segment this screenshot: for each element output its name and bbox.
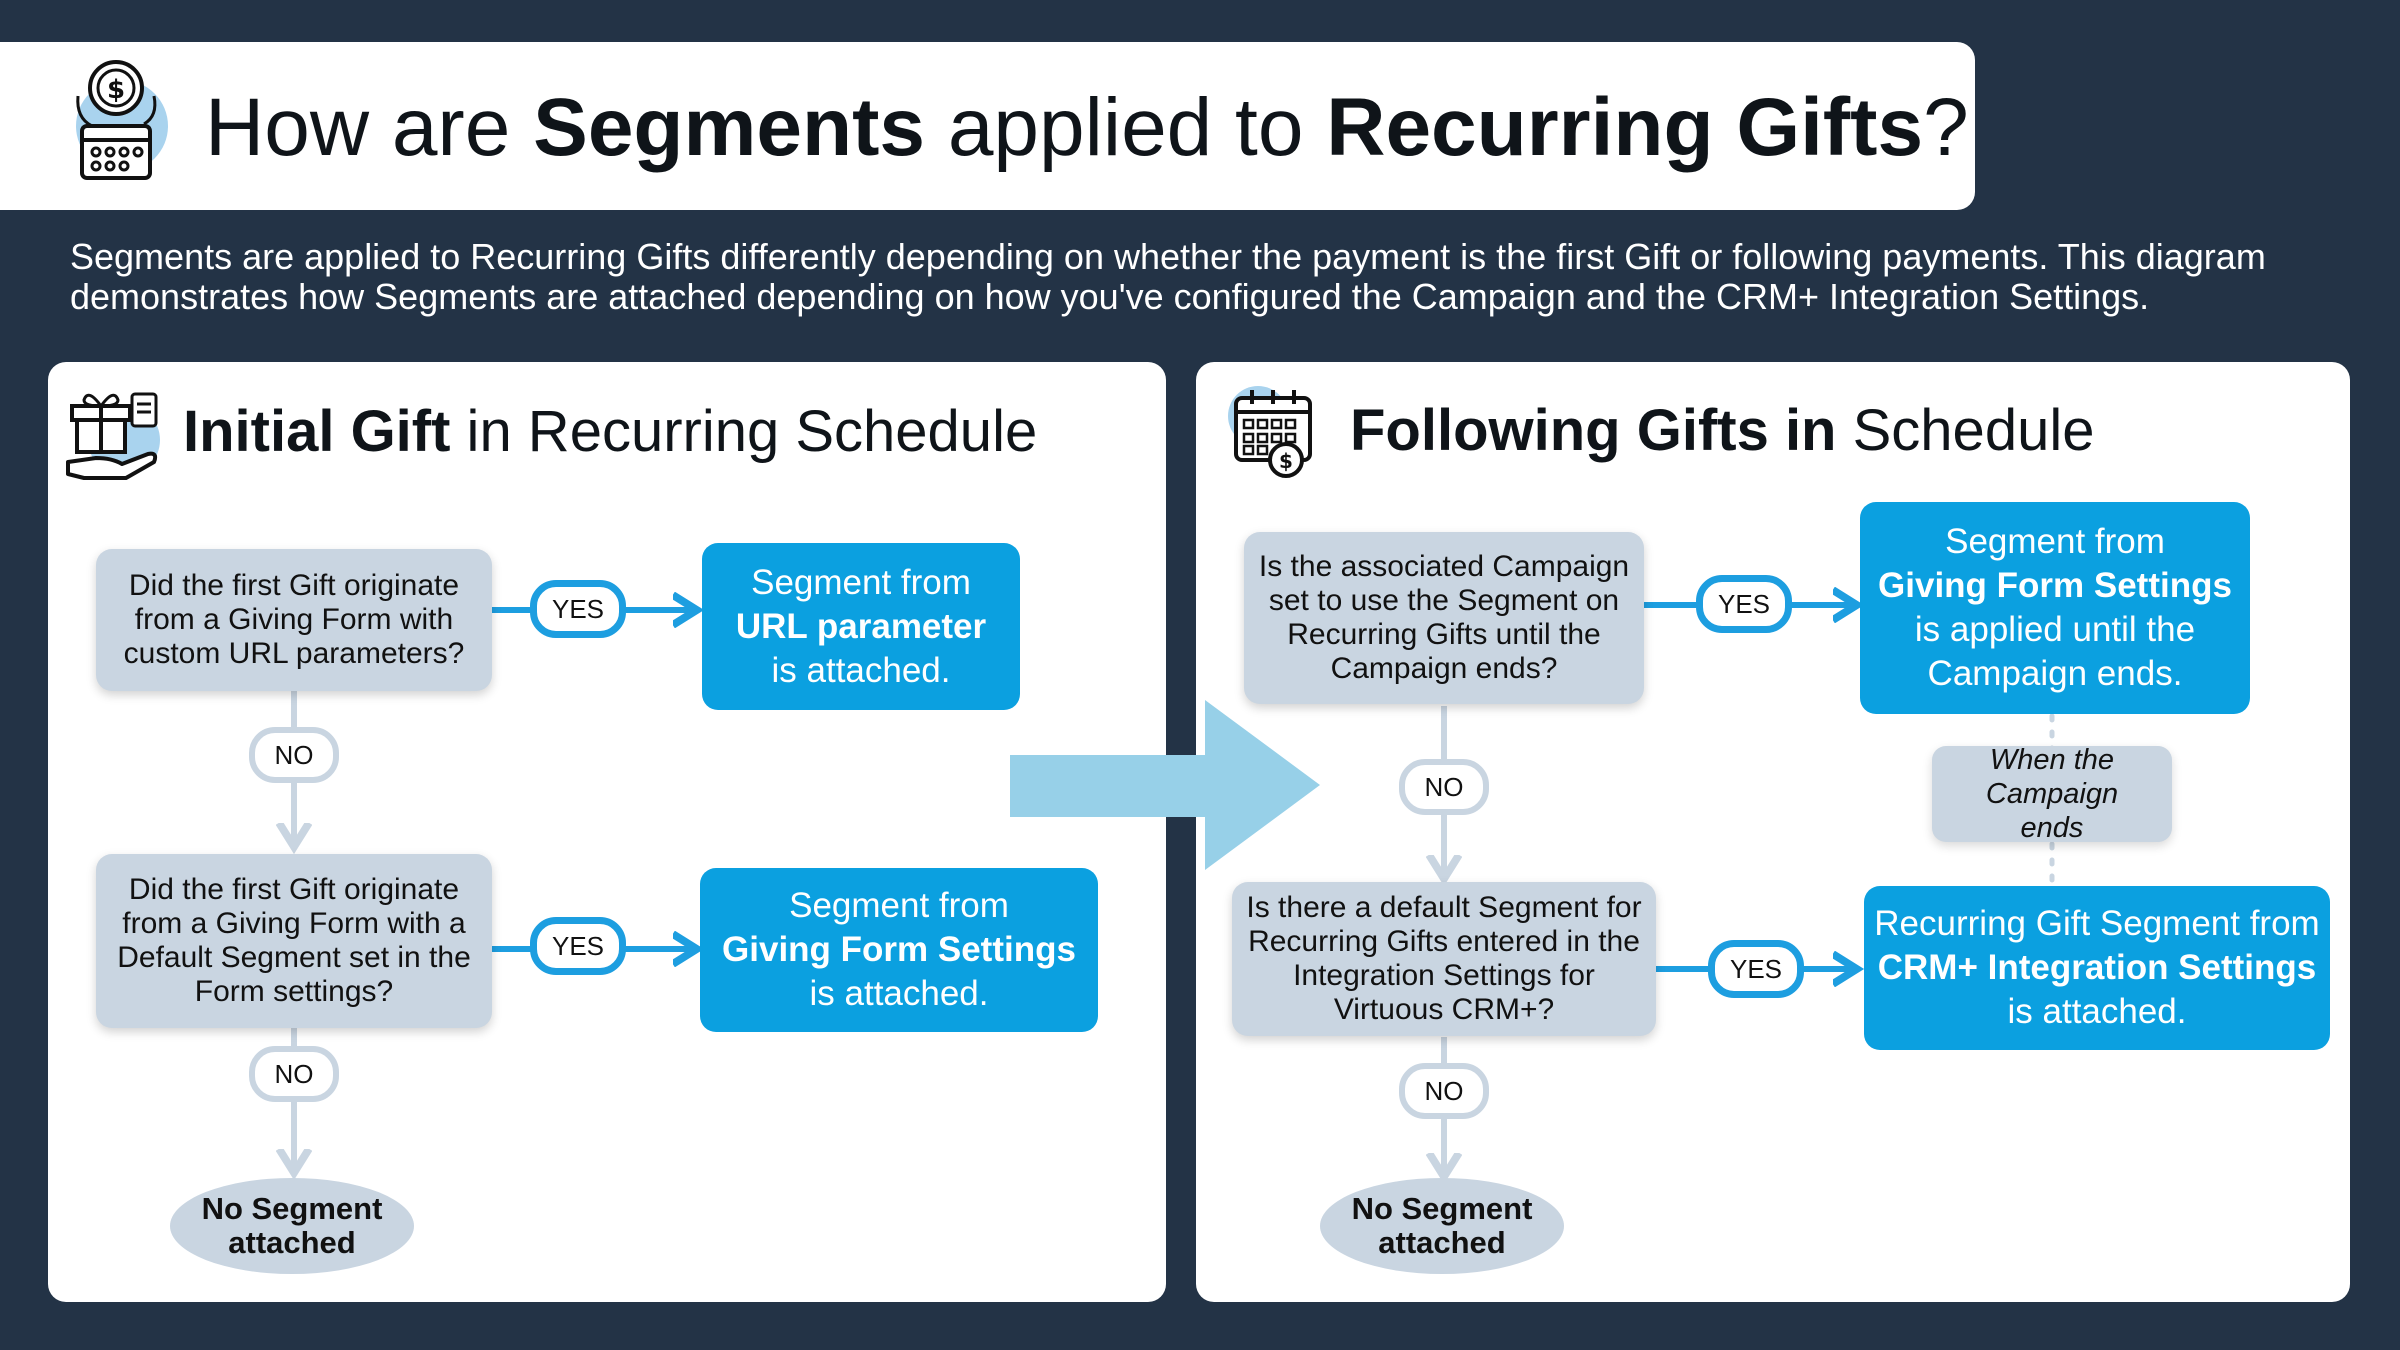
- recurring-payment-calendar-icon: $: [76, 60, 168, 180]
- no-label: NO: [1399, 1063, 1489, 1119]
- no-label: NO: [249, 1046, 339, 1102]
- no-label: NO: [249, 727, 339, 783]
- intro-text: Segments are applied to Recurring Gifts …: [70, 236, 2266, 317]
- calendar-dollar-icon: $: [1228, 386, 1312, 478]
- title-card: [0, 42, 1975, 210]
- when-campaign-ends-label: When the Campaign ends: [1932, 744, 2172, 844]
- initial-gift-panel: [48, 362, 1166, 1302]
- page-title: How are Segments applied to Recurring Gi…: [205, 82, 1969, 173]
- answer-giving-form-settings: Segment from Giving Form Settings is att…: [700, 868, 1098, 1032]
- question-crm-default-segment: Is there a default Segment for Recurring…: [1232, 882, 1656, 1036]
- following-gifts-title: Following Gifts in Schedule: [1350, 398, 2095, 463]
- question-default-segment-form: Did the first Gift originate from a Givi…: [96, 854, 492, 1028]
- yes-label: YES: [530, 917, 626, 975]
- question-custom-url: Did the first Gift originate from a Givi…: [96, 549, 492, 691]
- no-label: NO: [1399, 759, 1489, 815]
- answer-crm-integration-settings: Recurring Gift Segment from CRM+ Integra…: [1864, 886, 2330, 1050]
- yes-label: YES: [530, 580, 626, 638]
- yes-label: YES: [1696, 575, 1792, 633]
- answer-giving-form-until-campaign-ends: Segment from Giving Form Settings is app…: [1860, 502, 2250, 714]
- yes-label: YES: [1708, 940, 1804, 998]
- transition-arrow: [1010, 700, 1320, 870]
- svg-text:$: $: [107, 75, 125, 105]
- answer-url-parameter: Segment from URL parameter is attached.: [702, 543, 1020, 710]
- gift-in-hand-icon: [66, 392, 160, 480]
- question-campaign-setting: Is the associated Campaign set to use th…: [1244, 532, 1644, 704]
- initial-gift-title: Initial Gift in Recurring Schedule: [183, 399, 1038, 464]
- svg-text:$: $: [1279, 449, 1293, 473]
